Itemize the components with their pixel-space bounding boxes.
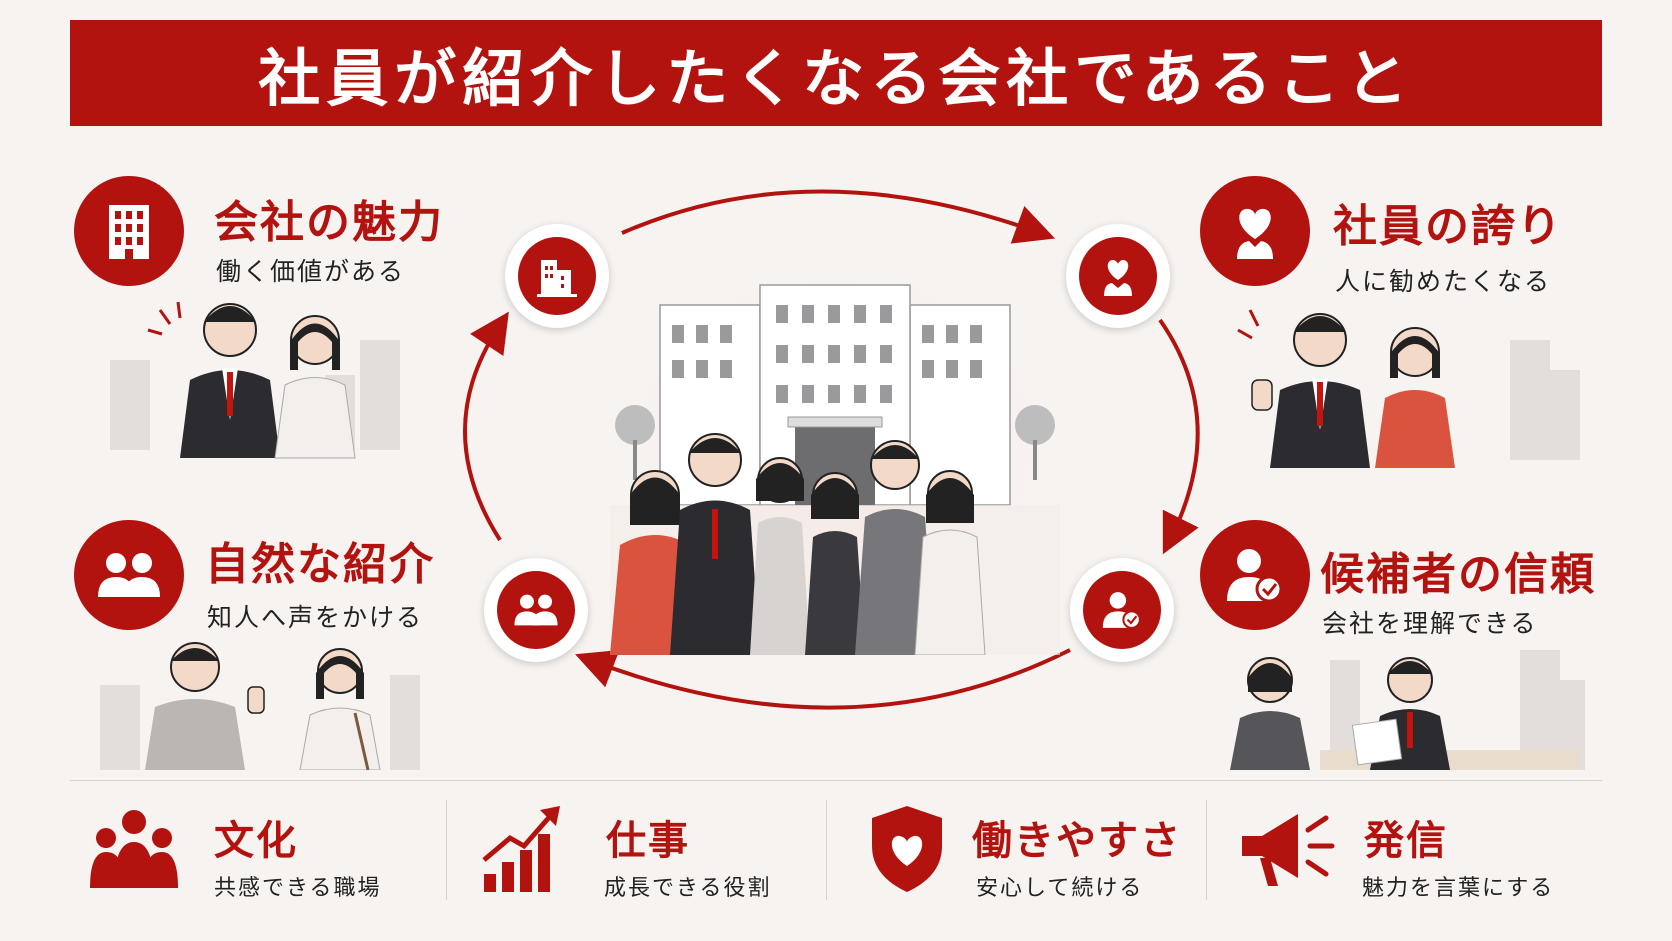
bottom-subtitle-outreach: 魅力を言葉にする xyxy=(1362,876,1555,901)
group-icon xyxy=(90,810,178,888)
bottom-title-culture: 文化 xyxy=(214,817,298,864)
person-check-icon xyxy=(1200,520,1310,630)
two-people-icon xyxy=(514,594,558,626)
feature-subtitle-candidate-trust: 会社を理解できる xyxy=(1322,609,1538,638)
illustration-colleagues-talking xyxy=(110,301,400,459)
title-banner: 社員が紹介したくなる会社であること xyxy=(70,20,1602,126)
bottom-separator-2 xyxy=(826,800,827,900)
two-people-icon xyxy=(74,520,184,630)
bottom-title-work: 仕事 xyxy=(606,817,690,864)
illustration-proud-employees xyxy=(1237,309,1580,468)
megaphone-icon xyxy=(1242,814,1335,886)
illustration-friends-talking xyxy=(100,642,420,770)
shield-heart-icon xyxy=(872,806,942,892)
feature-subtitle-natural-referral: 知人へ声をかける xyxy=(207,603,424,632)
bottom-subtitle-comfort: 安心して続ける xyxy=(976,876,1144,901)
person-check-icon xyxy=(1102,592,1141,629)
bottom-divider xyxy=(70,780,1602,781)
bottom-subtitle-culture: 共感できる職場 xyxy=(214,876,382,901)
feature-title-candidate-trust: 候補者の信頼 xyxy=(1320,549,1596,600)
building-icon xyxy=(537,260,577,297)
bottom-separator-1 xyxy=(446,800,447,900)
cycle-node-trust xyxy=(1070,558,1174,662)
bottom-title-outreach: 発信 xyxy=(1364,817,1448,864)
bottom-separator-3 xyxy=(1206,800,1207,900)
page-title: 社員が紹介したくなる会社であること xyxy=(258,42,1414,115)
feature-title-company-appeal: 会社の魅力 xyxy=(214,197,444,248)
feature-subtitle-company-appeal: 働く価値がある xyxy=(216,257,406,286)
bottom-subtitle-work: 成長できる役割 xyxy=(604,876,772,901)
cycle-node-pride xyxy=(1066,224,1170,328)
cycle-node-referral xyxy=(484,558,588,662)
bottom-title-comfort: 働きやすさ xyxy=(972,817,1182,864)
illustration-office-and-team xyxy=(610,255,1060,655)
feature-subtitle-employee-pride: 人に勧めたくなる xyxy=(1335,267,1552,296)
heart-person-icon xyxy=(1200,176,1310,286)
feature-title-employee-pride: 社員の誇り xyxy=(1333,201,1563,252)
feature-title-natural-referral: 自然な紹介 xyxy=(205,539,435,590)
cycle-node-company xyxy=(505,224,609,328)
building-icon xyxy=(74,176,184,286)
growth-chart-icon xyxy=(482,806,560,892)
heart-person-icon xyxy=(1104,259,1132,296)
illustration-interview xyxy=(1230,650,1585,770)
